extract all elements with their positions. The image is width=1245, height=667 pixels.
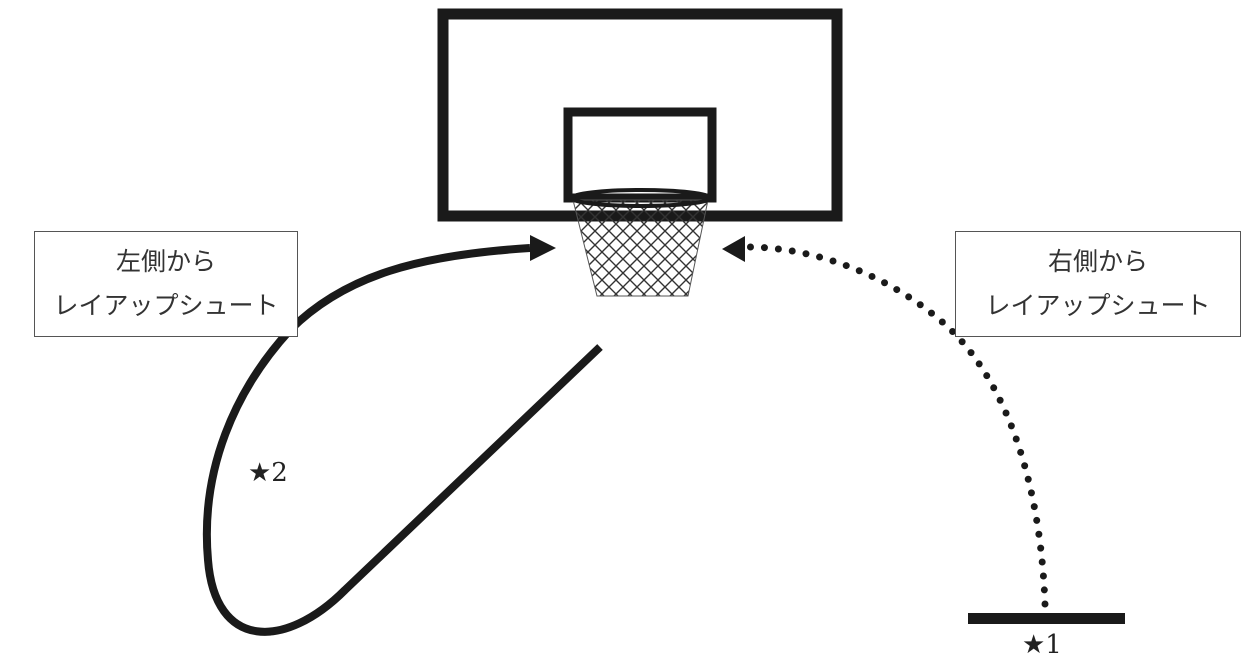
start-line [968,613,1125,624]
left-label-line2: レイアップシュート [35,284,297,328]
star-2-label: ★2 [248,458,288,488]
right-label-line1: 右側から [956,240,1240,284]
backboard-icon [443,14,837,216]
hoop-net-icon [572,190,710,296]
left-label-line1: 左側から [35,240,297,284]
left-label-box: 左側から レイアップシュート [34,231,298,337]
right-label-line2: レイアップシュート [956,284,1240,328]
right-label-box: 右側から レイアップシュート [955,231,1241,337]
star-1-label: ★1 [1022,630,1062,660]
